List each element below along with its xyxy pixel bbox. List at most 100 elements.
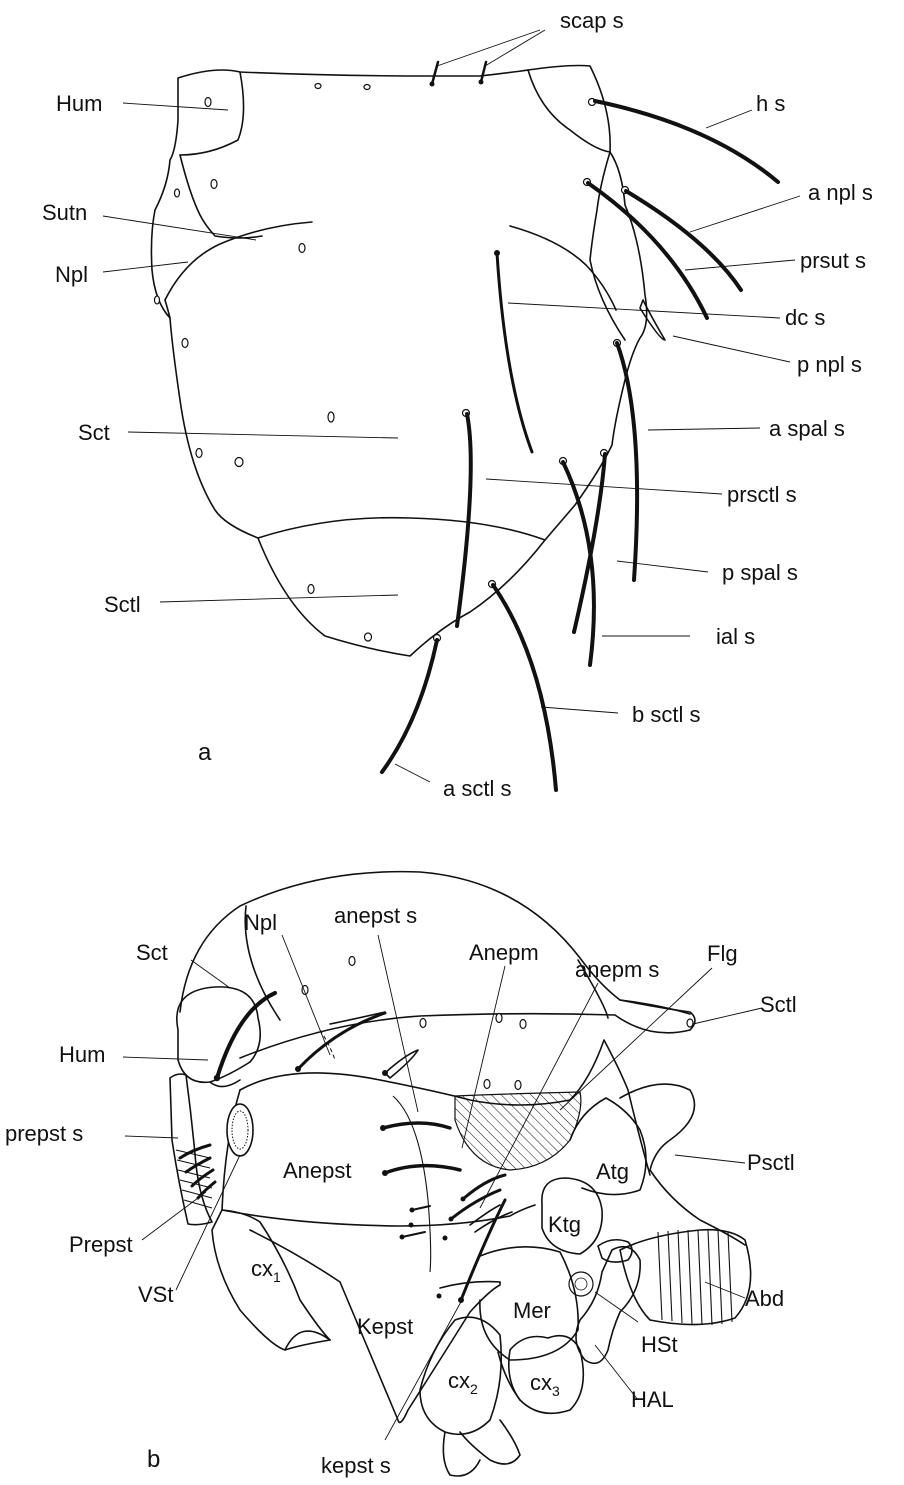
label-abd: Abd [745,1286,784,1311]
leader-p-npl-s [673,336,790,362]
leader-hum-b [123,1057,208,1060]
label-anepm-s: anepm s [575,957,659,982]
apical-scutellar-bristle [382,640,437,772]
label-sctl: Sctl [104,592,141,617]
leader-prsut-s [685,260,795,270]
alveolus [315,84,321,89]
label-a-npl-s: a npl s [808,180,873,205]
leader-sutn [103,216,256,240]
label-cx3-base: cx [530,1370,552,1395]
alveolus [515,1081,521,1090]
leader-vst [176,1155,240,1290]
label-cx1: cx1 [251,1256,281,1285]
mesonotum-outline [151,66,646,657]
leader-prepst [142,1192,206,1240]
anepisternal-short-bristle [412,1206,430,1210]
notopleural-bristle-posterior [385,1050,418,1078]
katepisternum-top [440,1282,500,1288]
left-notopleural-line [180,155,262,238]
label-dc-s: dc s [785,305,825,330]
label-h-s: h s [756,91,785,116]
label-prepst: Prepst [69,1232,133,1257]
alveolus [175,189,180,197]
alveolus [196,449,202,458]
alveolus [211,180,217,189]
alveolus [496,1014,502,1023]
alveolus [328,412,334,422]
alveolus [409,1223,414,1228]
transverse-suture-right [510,226,616,310]
panel-a-labels: scap s Hum h s Sutn a npl s Npl prsut s … [42,8,873,801]
dorsocentral-bristle [497,253,532,452]
right-notopleural-line [590,152,625,340]
alveolus [484,1080,490,1089]
leader-a-sctl-s [395,764,430,782]
halter-base [598,1240,632,1262]
leader-h-s [706,110,752,128]
label-a-sctl-s: a sctl s [443,776,511,801]
leader-prepst-s [125,1136,178,1138]
label-psctl: Psctl [747,1150,795,1175]
label-anepm: Anepm [469,940,539,965]
prepisternal-bristle [186,1158,210,1172]
panel-b-letter: b [147,1446,160,1473]
anepimeral-bristle [451,1190,500,1219]
label-sutn: Sutn [42,200,87,225]
label-flg: Flg [707,941,738,966]
panel-b-lateral-view: Npl anepst s Sct Anepm anepm s Flg Hum S… [5,872,797,1478]
leader-sct [128,432,398,438]
coxa-2-leg [460,1420,520,1464]
alveolus [299,244,305,253]
alveolus [443,1236,448,1241]
alveolus [420,1019,426,1028]
label-cx3: cx3 [530,1370,560,1399]
panel-b-labels: Npl anepst s Sct Anepm anepm s Flg Hum S… [5,903,797,1478]
leader-psctl [675,1155,745,1163]
leader-p-spal-s [617,561,708,572]
alveolus [365,633,372,641]
postscutellum-tail [650,1170,745,1245]
label-cx3-sub: 3 [552,1383,560,1399]
label-npl: Npl [55,262,88,287]
label-sctl-b: Sctl [760,992,797,1017]
prescutellar-bristle [457,414,471,626]
label-p-npl-s: p npl s [797,352,862,377]
scapular-bristle [481,62,486,82]
leader-scap-s [437,30,540,66]
label-a-spal-s: a spal s [769,416,845,441]
notopleuron-edge [330,1012,385,1024]
anepisternal-bristle [383,1123,450,1128]
alveolus [308,585,314,594]
scutoscutellar-suture [258,518,545,540]
leader-sct-b [191,960,230,988]
label-anepst: Anepst [283,1158,352,1183]
leader-a-spal-s [648,428,760,430]
label-hst: HSt [641,1332,678,1357]
alveolus [687,1019,693,1027]
anepimeron [455,1092,581,1170]
anepisternum-outline [240,1040,650,1175]
label-cx1-sub: 1 [273,1269,281,1285]
leader-b-sctl-s [541,707,618,713]
label-cx2: cx2 [448,1368,478,1397]
alveolus [349,957,355,966]
panel-b-leaders [123,935,762,1440]
alveolus [182,339,188,348]
alveolus [437,1294,442,1299]
alveolus [155,296,160,304]
halter [576,1247,640,1364]
label-vst: VSt [138,1282,173,1307]
alveolus [205,98,211,107]
label-hum-b: Hum [59,1042,105,1067]
basal-scutellar-bristle [493,585,556,790]
anepimeral-bristle [463,1175,505,1199]
label-cx1-base: cx [251,1256,273,1281]
anepisternal-bristle [385,1166,460,1173]
leader-sctl [160,595,398,602]
leader-a-npl-s [690,196,800,232]
abdomen-striations [658,1230,732,1325]
label-cx2-base: cx [448,1368,470,1393]
leader-anepst-s [378,935,418,1112]
label-ktg: Ktg [548,1212,581,1237]
